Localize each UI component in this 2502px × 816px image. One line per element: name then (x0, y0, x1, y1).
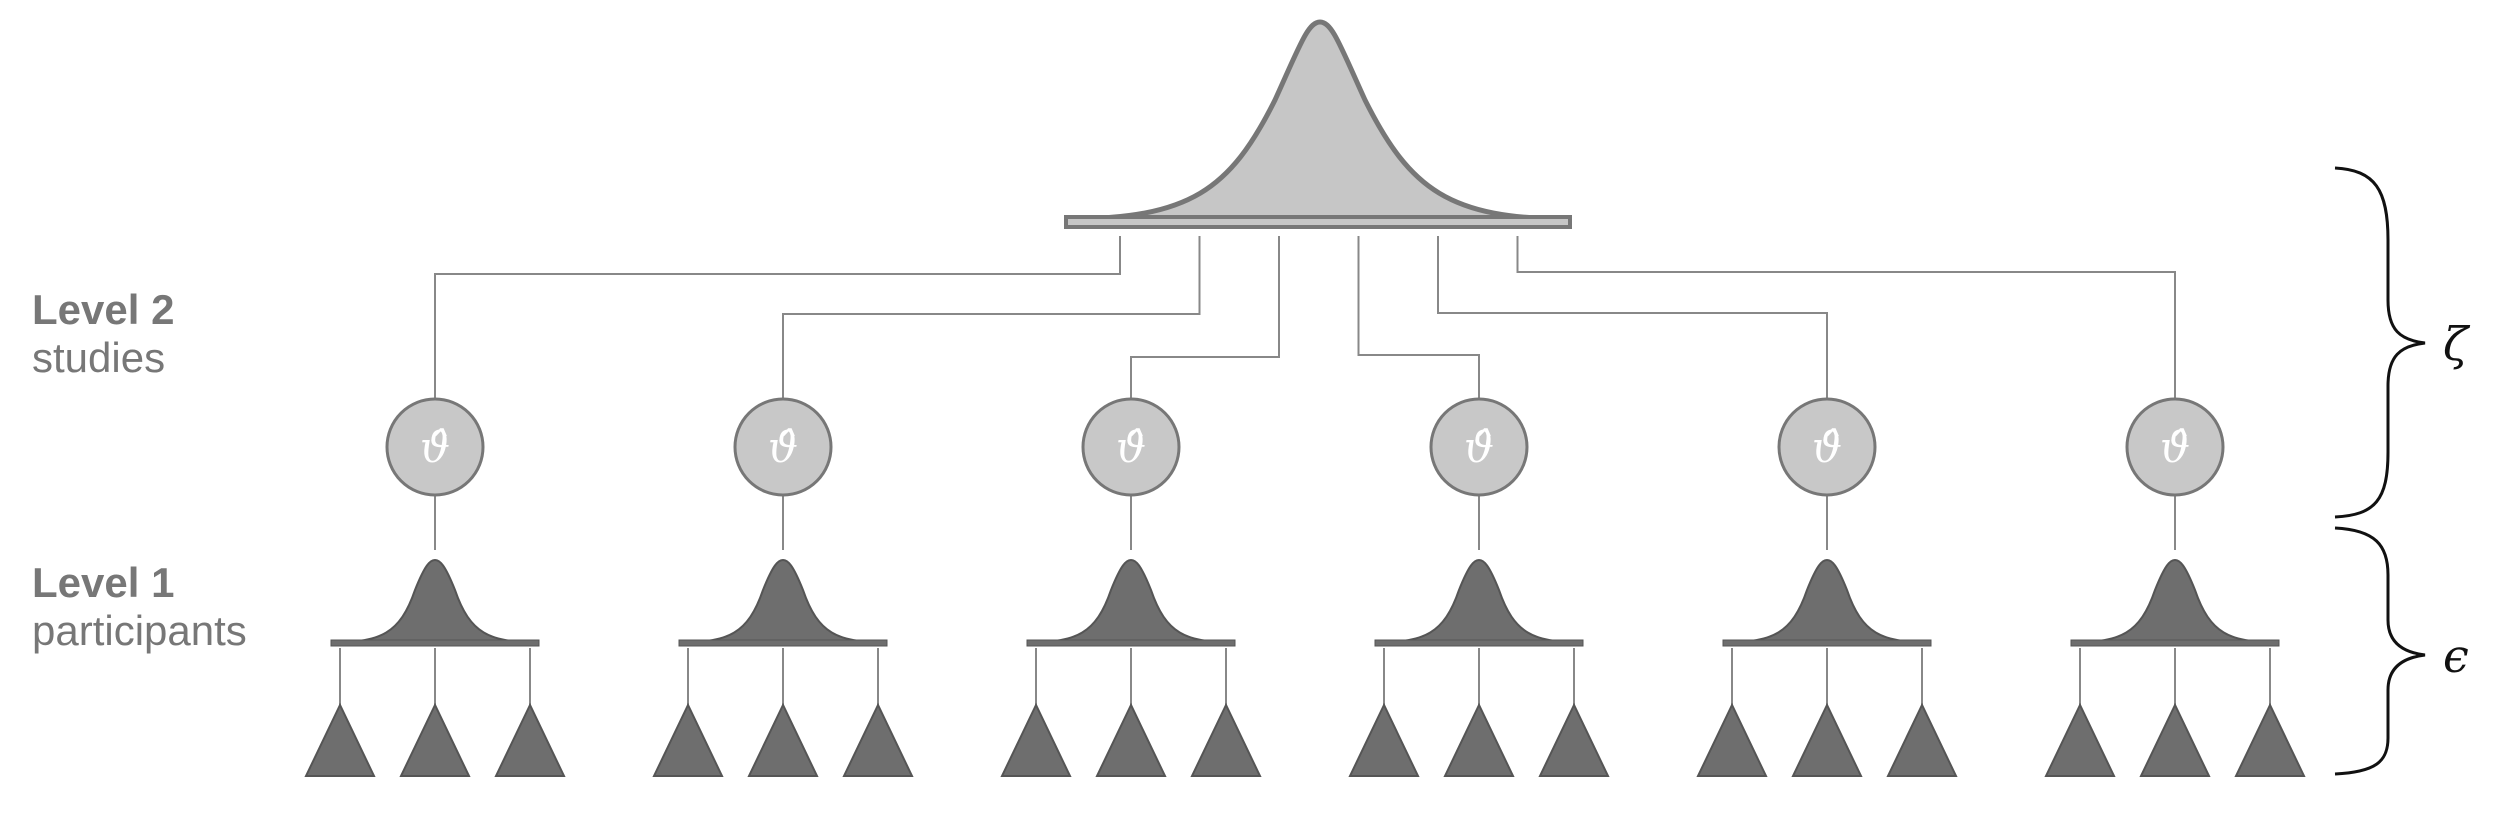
participant-distribution (1030, 558, 1232, 643)
population-distribution (1064, 19, 1572, 229)
connector-line (1516, 236, 2176, 399)
participant-distribution-base (1374, 639, 1584, 647)
participants (304, 702, 2306, 777)
epsilon-symbol: ϵ (2443, 629, 2469, 683)
study-node-label: ϑ̂ (420, 423, 450, 472)
connector-line (1437, 236, 1828, 399)
zeta-symbol: ζ (2443, 317, 2471, 371)
study-node (1777, 397, 1877, 497)
participant-triangle (2044, 702, 2116, 777)
participant-triangle (1443, 702, 1515, 777)
level-1-label: Level 1 participants (32, 559, 247, 656)
level-1-title: Level 1 (32, 559, 175, 606)
level-2-label: Level 2 studies (32, 286, 174, 383)
participant-distribution (1378, 558, 1580, 643)
connector-line (782, 236, 1201, 399)
connector-line (1130, 236, 1280, 399)
study-node (1429, 397, 1529, 497)
study-node-label: ϑ̂ (2160, 423, 2190, 472)
study-node (1081, 397, 1181, 497)
participant-triangle (747, 702, 819, 777)
participant-triangle (1538, 702, 1610, 777)
participant-triangle (842, 702, 914, 777)
study-node-label: ϑ̂ (1464, 423, 1494, 472)
participant-triangle (652, 702, 724, 777)
participant-triangle (2234, 702, 2306, 777)
participant-distribution-base (1722, 639, 1932, 647)
upper-brace (2334, 166, 2426, 519)
participant-triangle (1348, 702, 1420, 777)
participant-distributions (330, 558, 2280, 647)
participant-distribution (1726, 558, 1928, 643)
connector-line (1357, 236, 1480, 399)
participant-distribution-base (1026, 639, 1236, 647)
participant-triangle (399, 702, 471, 777)
study-node (733, 397, 833, 497)
study-node (385, 397, 485, 497)
participant-triangle (1000, 702, 1072, 777)
connector-lines (339, 236, 2271, 705)
level-1-subtitle: participants (32, 607, 247, 655)
population-distribution-base (1064, 215, 1572, 229)
study-nodes: ϑ̂ ϑ̂ ϑ̂ ϑ̂ ϑ̂ ϑ̂ (385, 397, 2225, 497)
participant-distribution-base (330, 639, 540, 647)
population-distribution-curve (1065, 19, 1571, 222)
level-2-subtitle: studies (32, 334, 166, 382)
participant-distribution-base (678, 639, 888, 647)
participant-triangle (304, 702, 376, 777)
participant-distribution (682, 558, 884, 643)
connector-line (434, 236, 1121, 399)
study-node (2125, 397, 2225, 497)
participant-triangle (1696, 702, 1768, 777)
lower-brace (2334, 526, 2426, 776)
participant-triangle (494, 702, 566, 777)
study-node-label: ϑ̂ (1812, 423, 1842, 472)
participant-triangle (1791, 702, 1863, 777)
level-2-title: Level 2 (32, 286, 175, 333)
participant-triangle (1886, 702, 1958, 777)
participant-distribution-base (2070, 639, 2280, 647)
participant-distribution (334, 558, 536, 643)
participant-distribution (2074, 558, 2276, 643)
study-node-label: ϑ̂ (768, 423, 798, 472)
study-node-label: ϑ̂ (1116, 423, 1146, 472)
participant-triangle (1095, 702, 1167, 777)
participant-triangle (1190, 702, 1262, 777)
participant-triangle (2139, 702, 2211, 777)
